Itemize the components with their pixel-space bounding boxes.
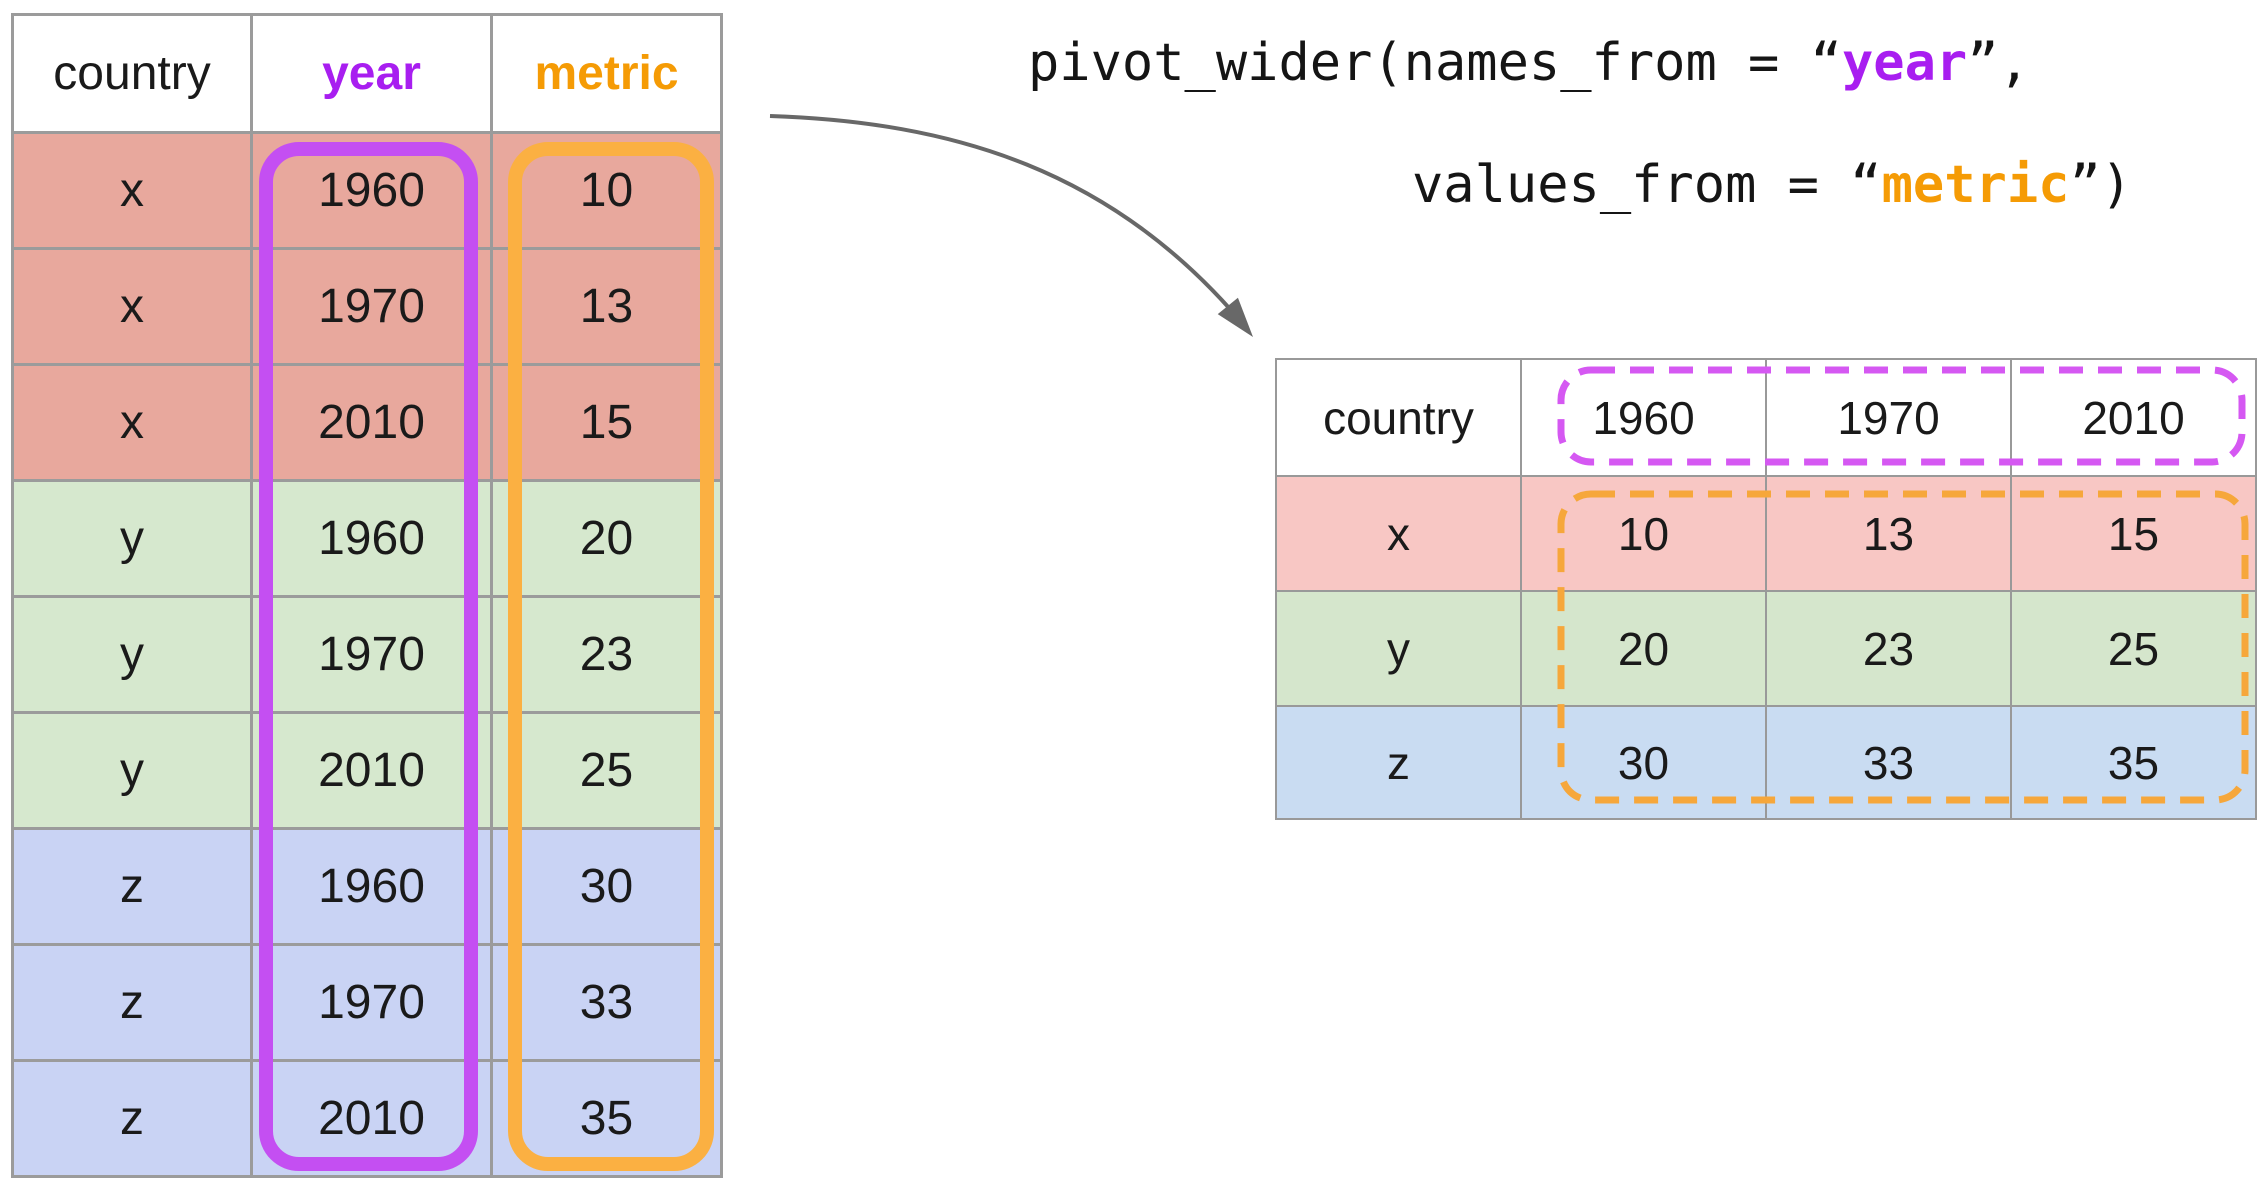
header-cell-1960: 1960 (1522, 360, 1765, 475)
cell-metric: 10 (493, 134, 720, 247)
header-cell-1970: 1970 (1767, 360, 2010, 475)
code-text: values_from = “ (1412, 155, 1882, 215)
cell-year: 1970 (253, 598, 490, 711)
cell-year: 1970 (253, 250, 490, 363)
header-cell-year: year (253, 16, 490, 131)
cell-value: 35 (2012, 707, 2255, 818)
cell-year: 2010 (253, 1062, 490, 1175)
header-cell-metric: metric (493, 16, 720, 131)
code-highlight-metric: metric (1881, 155, 2070, 215)
header-cell-2010: 2010 (2012, 360, 2255, 475)
cell-metric: 13 (493, 250, 720, 363)
code-text: pivot_wider(names_from = “ (1028, 33, 1842, 93)
wide-table: country 1960 1970 2010 x 10 13 15 y 20 2… (1275, 358, 2257, 820)
long-table: country year metric x 1960 10 x 1970 13 … (11, 13, 723, 1178)
cell-country: z (14, 1062, 250, 1175)
cell-country: z (14, 946, 250, 1059)
cell-metric: 33 (493, 946, 720, 1059)
header-cell-country: country (1277, 360, 1520, 475)
cell-country: y (14, 482, 250, 595)
cell-metric: 35 (493, 1062, 720, 1175)
code-line-2: values_from = “metric”) (1412, 152, 2132, 218)
cell-year: 1960 (253, 482, 490, 595)
cell-value: 10 (1522, 477, 1765, 590)
cell-country: z (1277, 707, 1520, 818)
cell-year: 2010 (253, 714, 490, 827)
cell-country: x (1277, 477, 1520, 590)
cell-value: 33 (1767, 707, 2010, 818)
cell-metric: 20 (493, 482, 720, 595)
cell-value: 20 (1522, 592, 1765, 705)
code-text: ”, (1967, 33, 2030, 93)
cell-country: x (14, 134, 250, 247)
code-highlight-year: year (1841, 33, 1968, 93)
cell-country: z (14, 830, 250, 943)
cell-metric: 15 (493, 366, 720, 479)
cell-value: 23 (1767, 592, 2010, 705)
cell-metric: 23 (493, 598, 720, 711)
cell-value: 30 (1522, 707, 1765, 818)
cell-metric: 30 (493, 830, 720, 943)
cell-year: 1960 (253, 134, 490, 247)
header-cell-country: country (14, 16, 250, 131)
cell-year: 2010 (253, 366, 490, 479)
cell-country: x (14, 366, 250, 479)
cell-year: 1960 (253, 830, 490, 943)
cell-metric: 25 (493, 714, 720, 827)
cell-country: y (1277, 592, 1520, 705)
code-text: ”) (2069, 155, 2133, 215)
pivot-arrow-icon (769, 114, 1253, 337)
cell-value: 25 (2012, 592, 2255, 705)
cell-value: 15 (2012, 477, 2255, 590)
code-line-1: pivot_wider(names_from = “year”, (1028, 30, 2030, 96)
cell-country: y (14, 714, 250, 827)
cell-year: 1970 (253, 946, 490, 1059)
cell-country: x (14, 250, 250, 363)
cell-country: y (14, 598, 250, 711)
cell-value: 13 (1767, 477, 2010, 590)
